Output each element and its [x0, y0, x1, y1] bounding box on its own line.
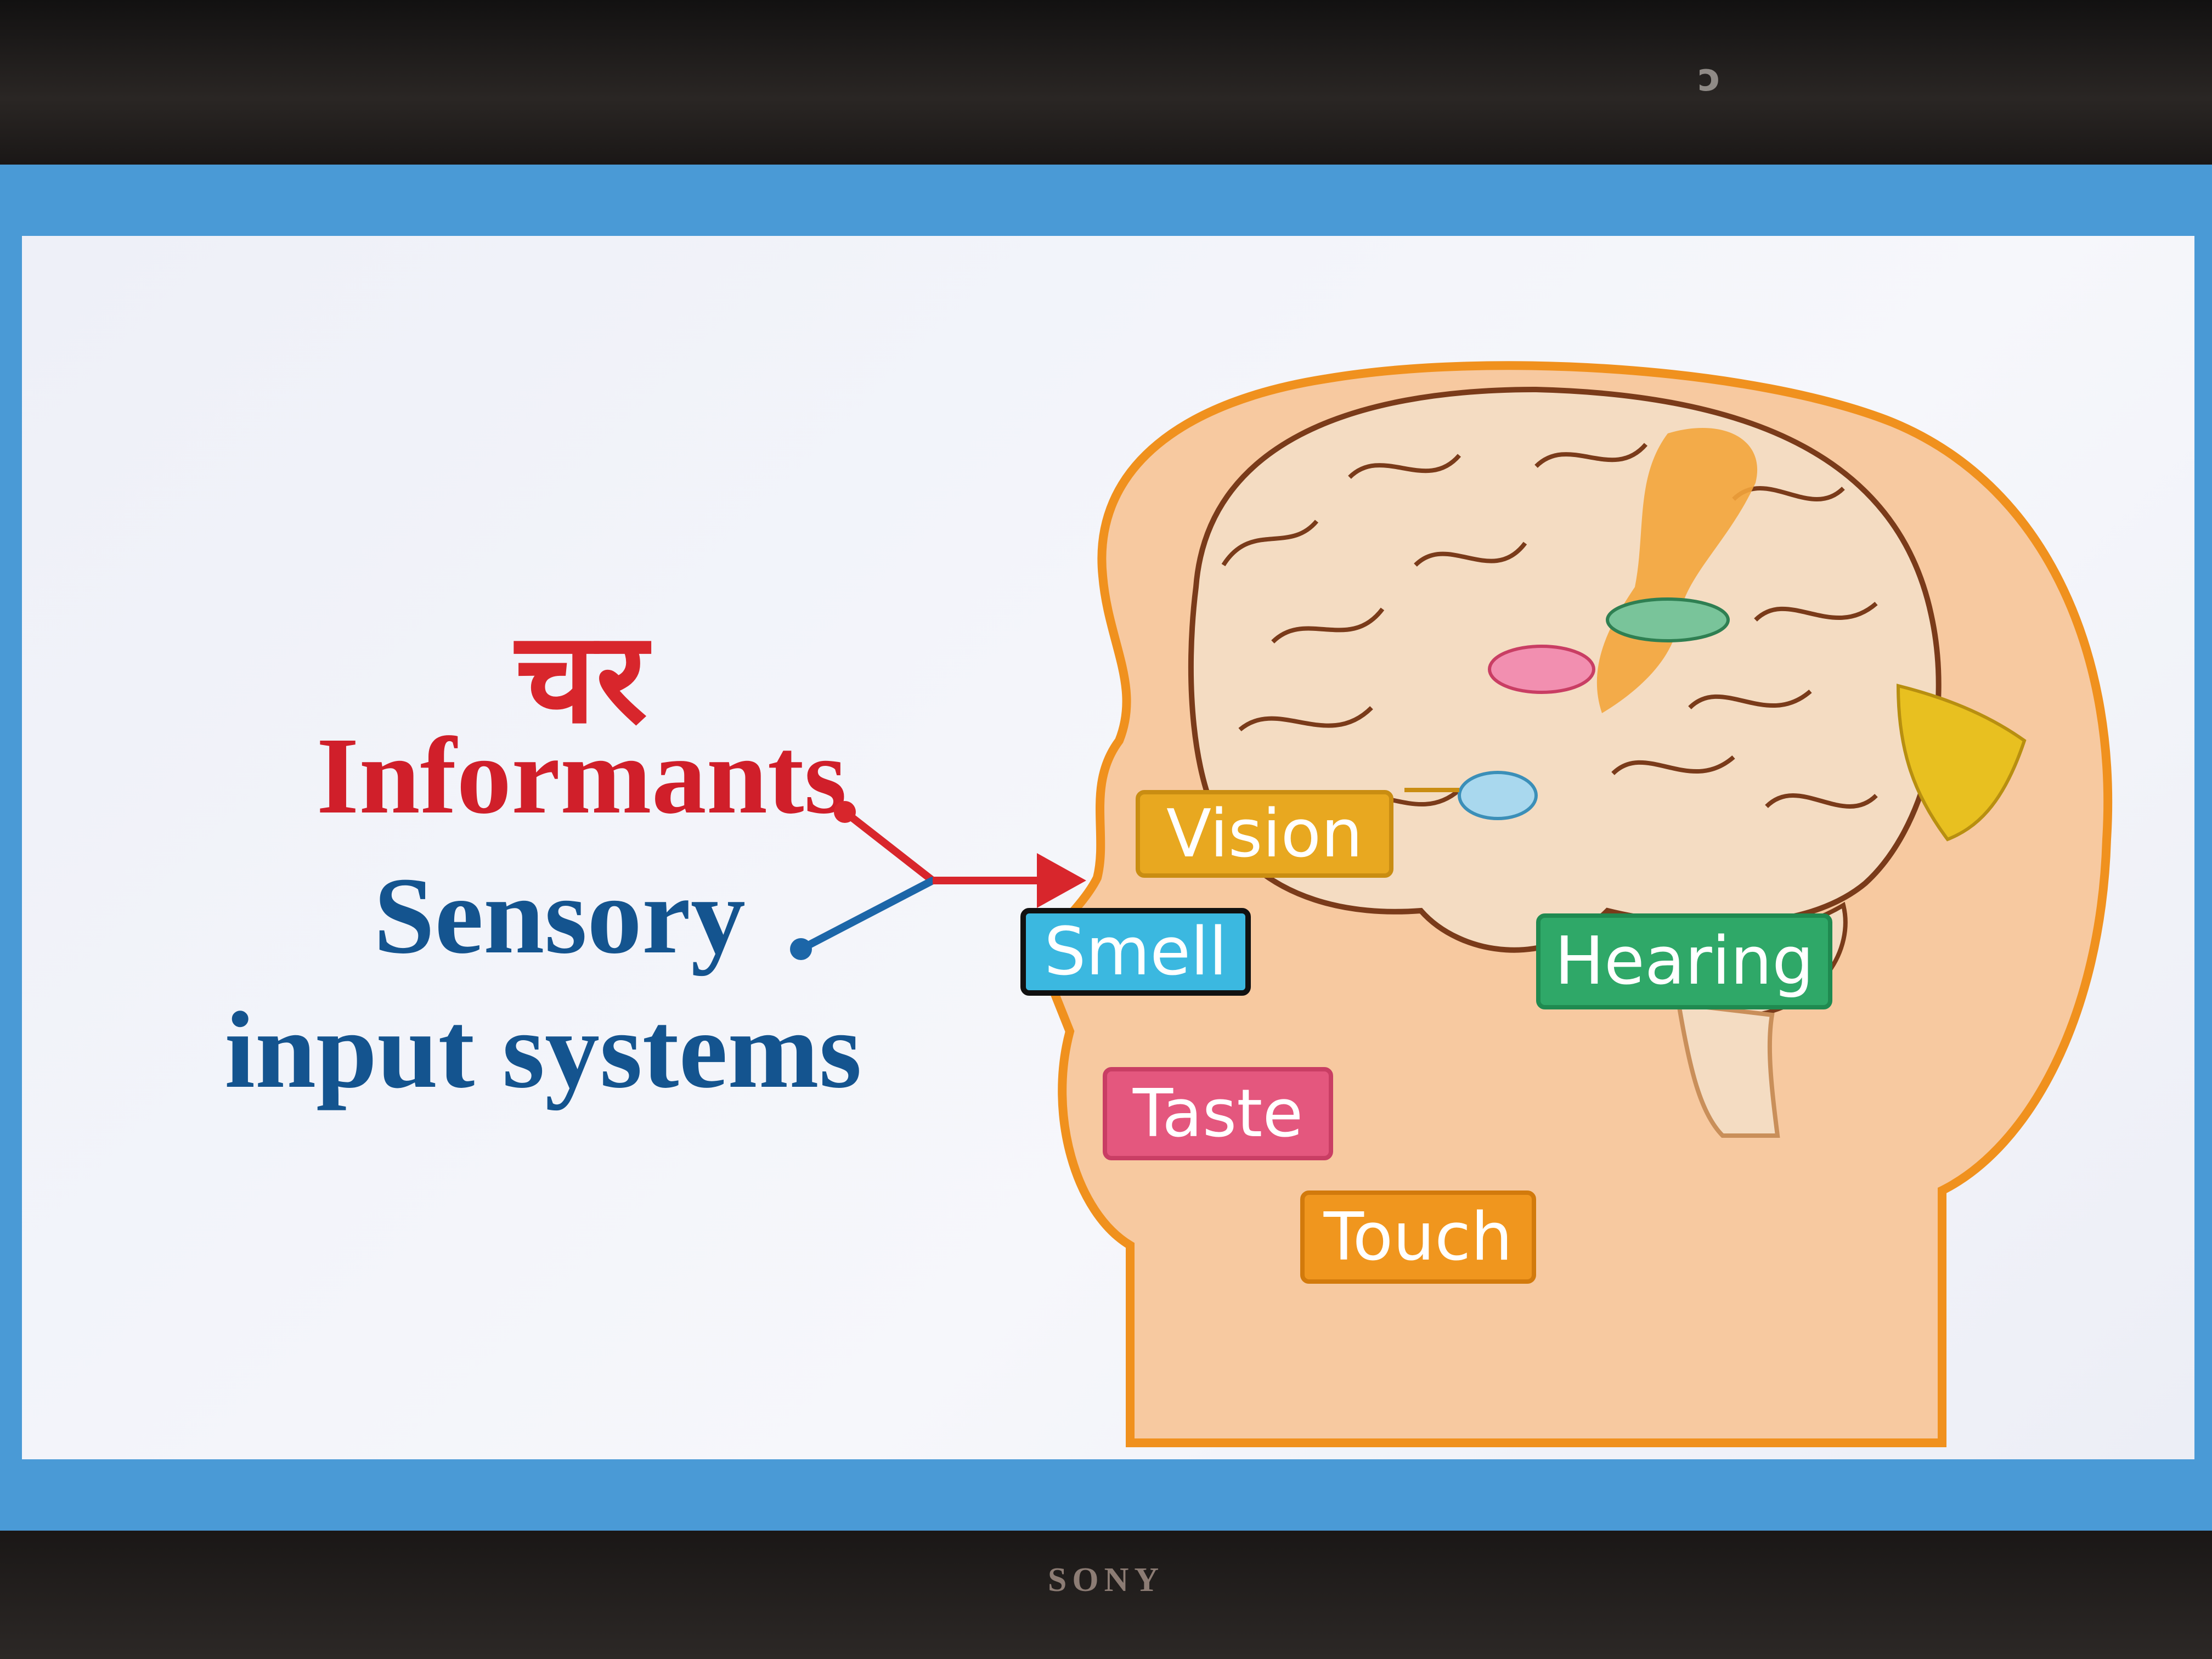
hindi-word: चर [515, 605, 648, 752]
head-illustration [1042, 361, 2113, 1447]
sensory-label: Sensory [374, 855, 746, 977]
bezel-reflection-mark: ↄ [1698, 55, 1721, 100]
input-systems-label: input systems [224, 990, 862, 1111]
monitor-bezel-top: ↄ [0, 0, 2212, 165]
taste-region [1488, 645, 1595, 694]
smell-label: Smell [1020, 908, 1251, 996]
touch-label: Touch [1300, 1190, 1536, 1284]
connector-arrow-icon [790, 801, 1086, 960]
smell-region [1458, 771, 1538, 820]
brain-folds [1221, 443, 1878, 809]
brainstem [1676, 1001, 1780, 1138]
hearing-label: Hearing [1536, 913, 1832, 1009]
slide: चर Informants Sensory input systems Visi… [22, 236, 2194, 1459]
informants-label: Informants [316, 715, 847, 837]
motor-cortex-strip [1596, 428, 1758, 713]
monitor-screen: चर Informants Sensory input systems Visi… [0, 165, 2212, 1531]
taste-label: Taste [1103, 1067, 1333, 1160]
monitor-bezel-bottom: SONY [0, 1531, 2212, 1659]
brand-logo: SONY [1047, 1561, 1165, 1599]
hearing-region [1606, 597, 1730, 642]
vision-label: Vision [1136, 790, 1393, 878]
visual-cortex-region [1896, 684, 2027, 842]
